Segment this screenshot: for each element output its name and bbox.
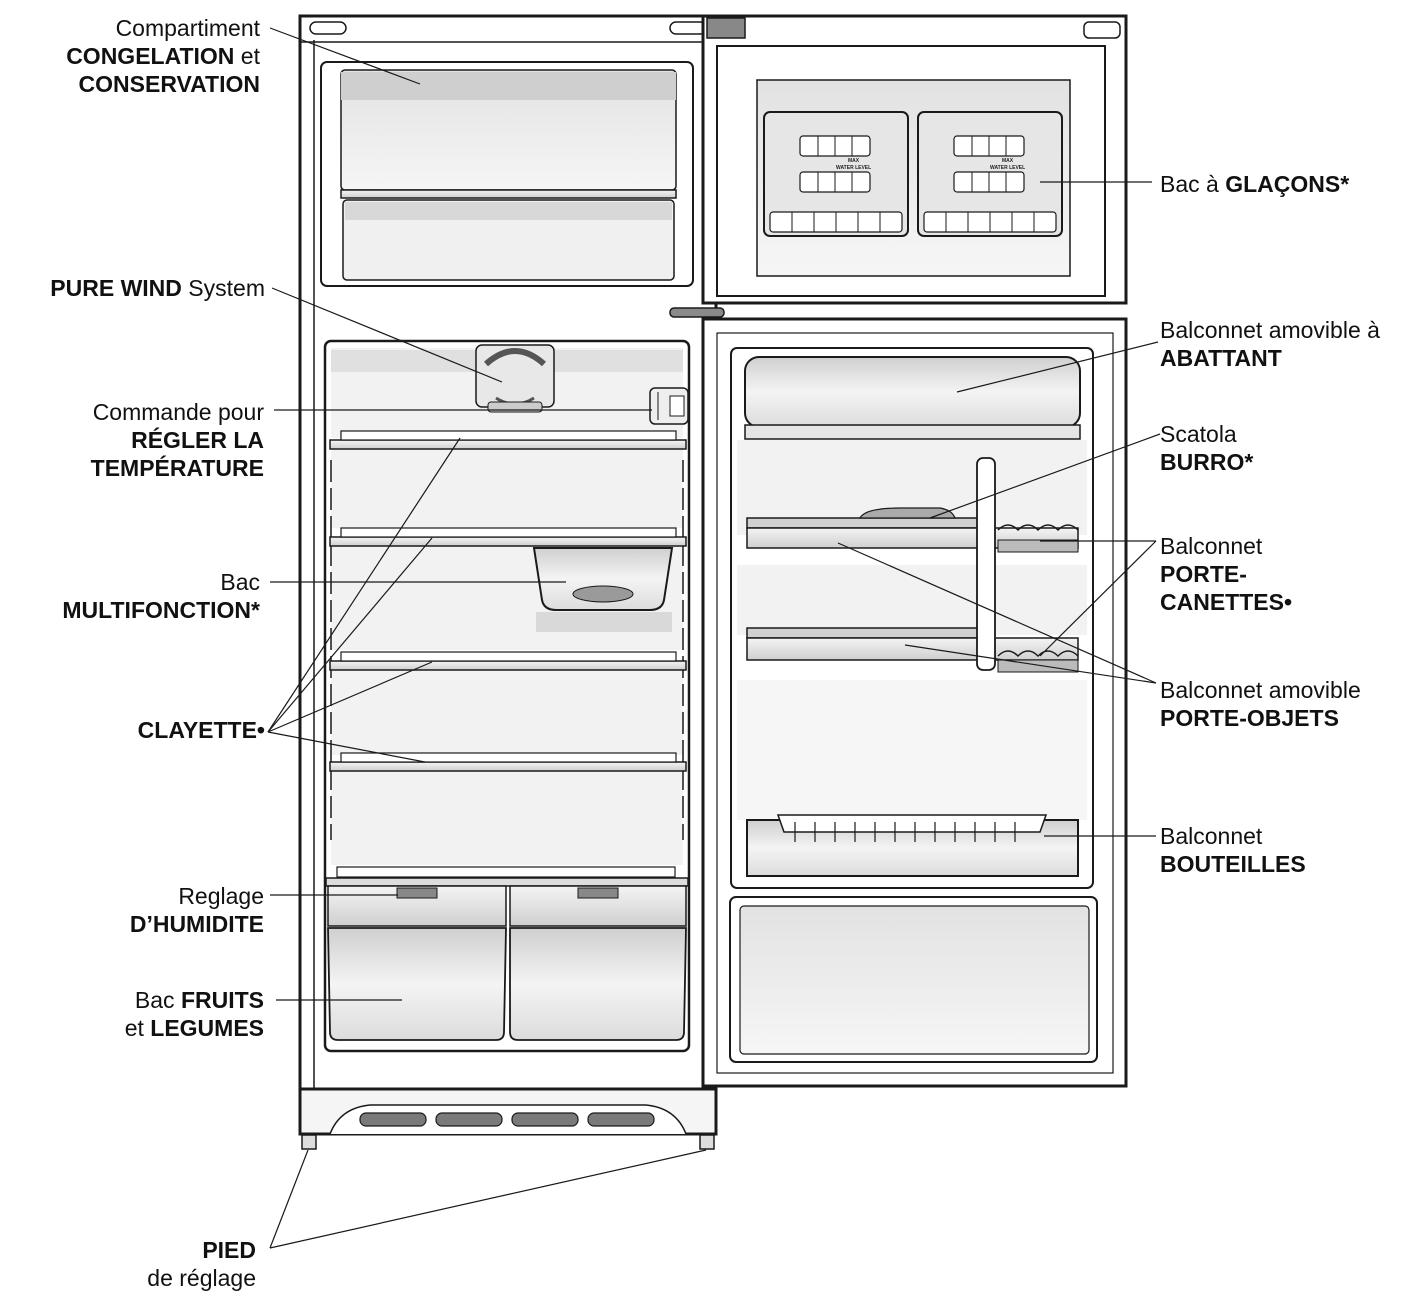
label-foot-line2: de réglage bbox=[147, 1265, 256, 1291]
label-butter: Scatola BURRO* bbox=[1160, 420, 1253, 476]
label-object-rack-line2: PORTE-OBJETS bbox=[1160, 705, 1339, 731]
label-shelf: CLAYETTE• bbox=[137, 717, 265, 743]
label-crisper: Bac FRUITS et LEGUMES bbox=[125, 986, 264, 1042]
label-object-rack-line1: Balconnet amovible bbox=[1160, 677, 1361, 703]
label-can-rack-line3: CANETTES• bbox=[1160, 589, 1293, 615]
ice-tray-max-mark: MAX bbox=[848, 158, 860, 164]
label-et: et bbox=[234, 43, 260, 69]
ice-trays: MAX WATER LEVEL MAX WATER LEVEL bbox=[763, 111, 1063, 237]
label-congelation: CONGELATION bbox=[66, 43, 235, 69]
ice-tray-water-mark-2: WATER LEVEL bbox=[990, 165, 1025, 171]
label-ice-tray-glacons: GLAÇONS* bbox=[1225, 171, 1350, 197]
label-crisper-line1: Bac FRUITS bbox=[125, 986, 264, 1014]
label-flap-balcony-line1: Balconnet amovible à bbox=[1160, 317, 1380, 343]
label-temperature-line2: RÉGLER LA bbox=[131, 427, 264, 453]
label-flap-balcony-line2: ABATTANT bbox=[1160, 345, 1282, 371]
label-temperature-line1: Commande pour bbox=[92, 399, 264, 425]
label-bottle-rack-line1: Balconnet bbox=[1160, 823, 1263, 849]
temperature-knob bbox=[649, 387, 689, 425]
label-pure-wind-bold: PURE WIND bbox=[50, 275, 182, 301]
freezer-compartment bbox=[320, 61, 694, 287]
label-object-rack: Balconnet amovible PORTE-OBJETS bbox=[1160, 676, 1361, 732]
label-can-rack-line1: Balconnet bbox=[1160, 533, 1263, 559]
label-multifunction-line2: MULTIFONCTION* bbox=[62, 597, 260, 623]
fridge-door bbox=[701, 317, 1128, 1088]
base-plinth bbox=[298, 1087, 718, 1150]
multifunction-box bbox=[532, 547, 674, 632]
label-crisper-et: et bbox=[124, 1015, 151, 1041]
fridge-shelves bbox=[329, 430, 687, 878]
label-temperature-line3: TEMPÉRATURE bbox=[90, 455, 264, 481]
label-compartment: Compartiment CONGELATION et CONSERVATION bbox=[66, 14, 260, 98]
label-can-rack-line2: PORTE- bbox=[1160, 561, 1247, 587]
label-conservation: CONSERVATION bbox=[78, 71, 260, 97]
label-pure-wind: PURE WIND System bbox=[50, 274, 265, 302]
flap-balcony bbox=[744, 356, 1081, 440]
label-bottle-rack: Balconnet BOUTEILLES bbox=[1160, 822, 1306, 878]
label-compartment-line2: CONGELATION et bbox=[66, 42, 260, 70]
crisper-drawers bbox=[325, 877, 689, 1041]
label-foot: PIED de réglage bbox=[147, 1236, 256, 1292]
ice-tray-water-mark: WATER LEVEL bbox=[836, 165, 871, 171]
leader-lines bbox=[267, 27, 1161, 1249]
label-crisper-bac: Bac bbox=[134, 987, 181, 1013]
label-ice-tray-bac: Bac à bbox=[1160, 171, 1226, 197]
ice-tray-max-mark-2: MAX bbox=[1002, 158, 1014, 164]
label-humidity-line1: Reglage bbox=[178, 883, 264, 909]
label-humidity: Reglage D’HUMIDITE bbox=[130, 882, 264, 938]
label-bottle-rack-line2: BOUTEILLES bbox=[1160, 851, 1306, 877]
label-ice-tray: Bac à GLAÇONS* bbox=[1160, 170, 1349, 198]
label-butter-line2: BURRO* bbox=[1160, 449, 1254, 475]
label-foot-line1: PIED bbox=[202, 1237, 256, 1263]
label-pure-wind-rest: System bbox=[181, 275, 265, 301]
label-butter-line1: Scatola bbox=[1160, 421, 1237, 447]
label-crisper-fruits: FRUITS bbox=[180, 987, 264, 1013]
label-flap-balcony: Balconnet amovible à ABATTANT bbox=[1160, 316, 1380, 372]
label-crisper-legumes: LEGUMES bbox=[150, 1015, 264, 1041]
label-temperature: Commande pour RÉGLER LA TEMPÉRATURE bbox=[91, 398, 264, 482]
label-multifunction-line1: Bac bbox=[220, 569, 260, 595]
label-humidity-line2: D’HUMIDITE bbox=[129, 911, 264, 937]
label-compartment-line1: Compartiment bbox=[115, 15, 260, 41]
door-shelves bbox=[746, 457, 1079, 673]
middle-hinge bbox=[669, 307, 725, 318]
bottle-balcony bbox=[746, 814, 1079, 877]
label-can-rack: Balconnet PORTE- CANETTES• bbox=[1160, 532, 1292, 616]
pure-wind-fan bbox=[475, 344, 555, 413]
label-crisper-line2: et LEGUMES bbox=[125, 1014, 264, 1042]
label-multifunction: Bac MULTIFONCTION* bbox=[62, 568, 260, 624]
